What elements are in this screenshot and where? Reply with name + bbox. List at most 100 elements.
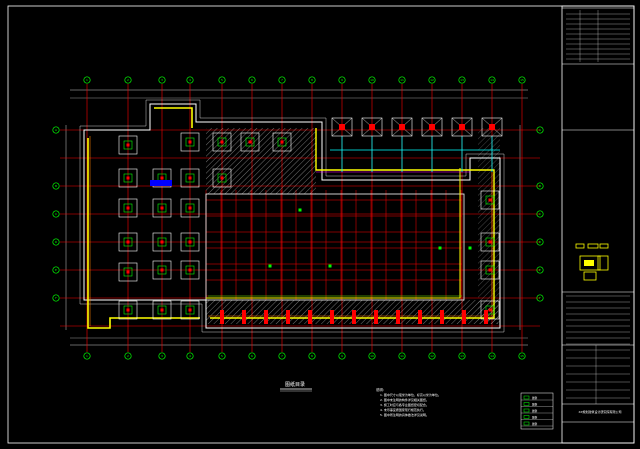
grid-bubble <box>124 352 132 360</box>
grid-bubble-label: 5 <box>221 78 223 82</box>
wall-column <box>352 310 356 324</box>
column-footing <box>180 300 200 320</box>
grid-bubble-label: 9 <box>341 354 343 358</box>
grid-bubble <box>52 210 60 218</box>
column-footing-column <box>160 176 164 180</box>
column-footing <box>272 132 292 152</box>
grid-bubble-label: 4 <box>189 354 191 358</box>
column-footing-core <box>123 140 133 150</box>
wall-column <box>396 310 400 324</box>
legend-label: 图例 <box>532 402 538 406</box>
grid-bubble <box>428 352 436 360</box>
column-footing <box>152 198 172 218</box>
column-footing <box>152 168 172 188</box>
grid-bubble-label: 2 <box>127 78 129 82</box>
grid-bubble-label: E <box>55 268 57 272</box>
grid-bubble-label: 7 <box>281 78 283 82</box>
column-footing <box>118 232 138 252</box>
grid-bubble-label: A <box>55 128 58 132</box>
grid-bubble <box>518 76 526 84</box>
legend-label: 图例 <box>532 422 538 426</box>
column-footing <box>180 168 200 188</box>
column-footing <box>480 260 500 280</box>
column-footing-core <box>485 195 495 205</box>
column-footing-core <box>123 305 133 315</box>
grid-bubble <box>83 76 91 84</box>
column-footing-column <box>160 206 164 210</box>
column-footing-column <box>488 308 492 312</box>
column-footing-core <box>185 137 195 147</box>
grid-bubble <box>52 266 60 274</box>
wall-column <box>264 310 268 324</box>
mechanical-unit-core <box>399 124 405 130</box>
grid-bubble <box>186 352 194 360</box>
column-footing <box>118 168 138 188</box>
grid-bubble <box>52 294 60 302</box>
grid-bubble-label: 14 <box>490 354 494 358</box>
column-footing-core <box>157 237 167 247</box>
grid-bubble <box>536 126 544 134</box>
grid-bubble <box>458 352 466 360</box>
grid-bubble <box>338 76 346 84</box>
column-footing-column <box>126 308 130 312</box>
legend-swatch <box>523 421 530 426</box>
legend-label: 图例 <box>532 396 538 400</box>
hall-column <box>438 246 442 250</box>
column-footing <box>180 232 200 252</box>
column-footing <box>212 168 232 188</box>
grid-bubble <box>536 210 544 218</box>
mechanical-unit <box>361 117 383 137</box>
column-footing <box>240 132 260 152</box>
column-footing <box>152 260 172 280</box>
grid-bubble-label: 11 <box>400 354 404 358</box>
mechanical-unit <box>451 117 473 137</box>
grid-bubble <box>398 76 406 84</box>
grid-bubble <box>83 352 91 360</box>
column-footing <box>118 135 138 155</box>
grid-bubble-label: 8 <box>311 78 313 82</box>
pipe-route-yellow <box>154 107 193 128</box>
grid-bubble-label: 4 <box>189 78 191 82</box>
grid-bubble-label: C <box>539 212 541 216</box>
grid-bubble <box>398 352 406 360</box>
column-footings <box>118 117 503 324</box>
grid-bubble <box>52 238 60 246</box>
key-plan-block <box>599 243 609 249</box>
grid-bubble-label: 15 <box>520 78 524 82</box>
column-footing-core <box>157 203 167 213</box>
column-footing-core <box>185 203 195 213</box>
column-footing-core <box>277 137 287 147</box>
hall-column <box>468 246 472 250</box>
grid-bubble <box>536 182 544 190</box>
equipment-block <box>150 180 172 186</box>
grid-bubble-label: C <box>55 212 57 216</box>
mechanical-unit <box>421 117 443 137</box>
grid-bubble-label: B <box>55 184 57 188</box>
grid-bubble <box>488 76 496 84</box>
grid-bubble-label: D <box>539 240 542 244</box>
grid-bubble <box>536 266 544 274</box>
wall-column <box>484 310 488 324</box>
key-plan-block <box>579 255 601 271</box>
grid-bubble-label: B <box>539 184 541 188</box>
building-outline <box>79 99 505 333</box>
title-block: XX规划建筑设计研究院有限公司 <box>561 5 635 444</box>
wall-column <box>330 310 334 324</box>
grid-bubble <box>368 352 376 360</box>
floor-plan: 1122334455667788991010111112121313141415… <box>52 76 544 360</box>
legend-swatch <box>523 402 530 406</box>
pipe-route-orange <box>208 172 493 317</box>
column-footing <box>180 198 200 218</box>
wall-column <box>286 310 290 324</box>
column-footing <box>480 190 500 210</box>
grid-bubble <box>186 76 194 84</box>
notes-block: 说明: 1. 图中尺寸以毫米为单位，标高以米为单位。 2. 图中未注明的构件详见… <box>376 387 441 417</box>
mechanical-unit <box>391 117 413 137</box>
wall-column <box>374 310 378 324</box>
note-line: 3. 施工时应与各专业图纸密切配合。 <box>380 402 429 407</box>
column-footing-column <box>188 308 192 312</box>
key-plan-highlight <box>584 260 594 266</box>
grid-bubble-label: 8 <box>311 354 313 358</box>
